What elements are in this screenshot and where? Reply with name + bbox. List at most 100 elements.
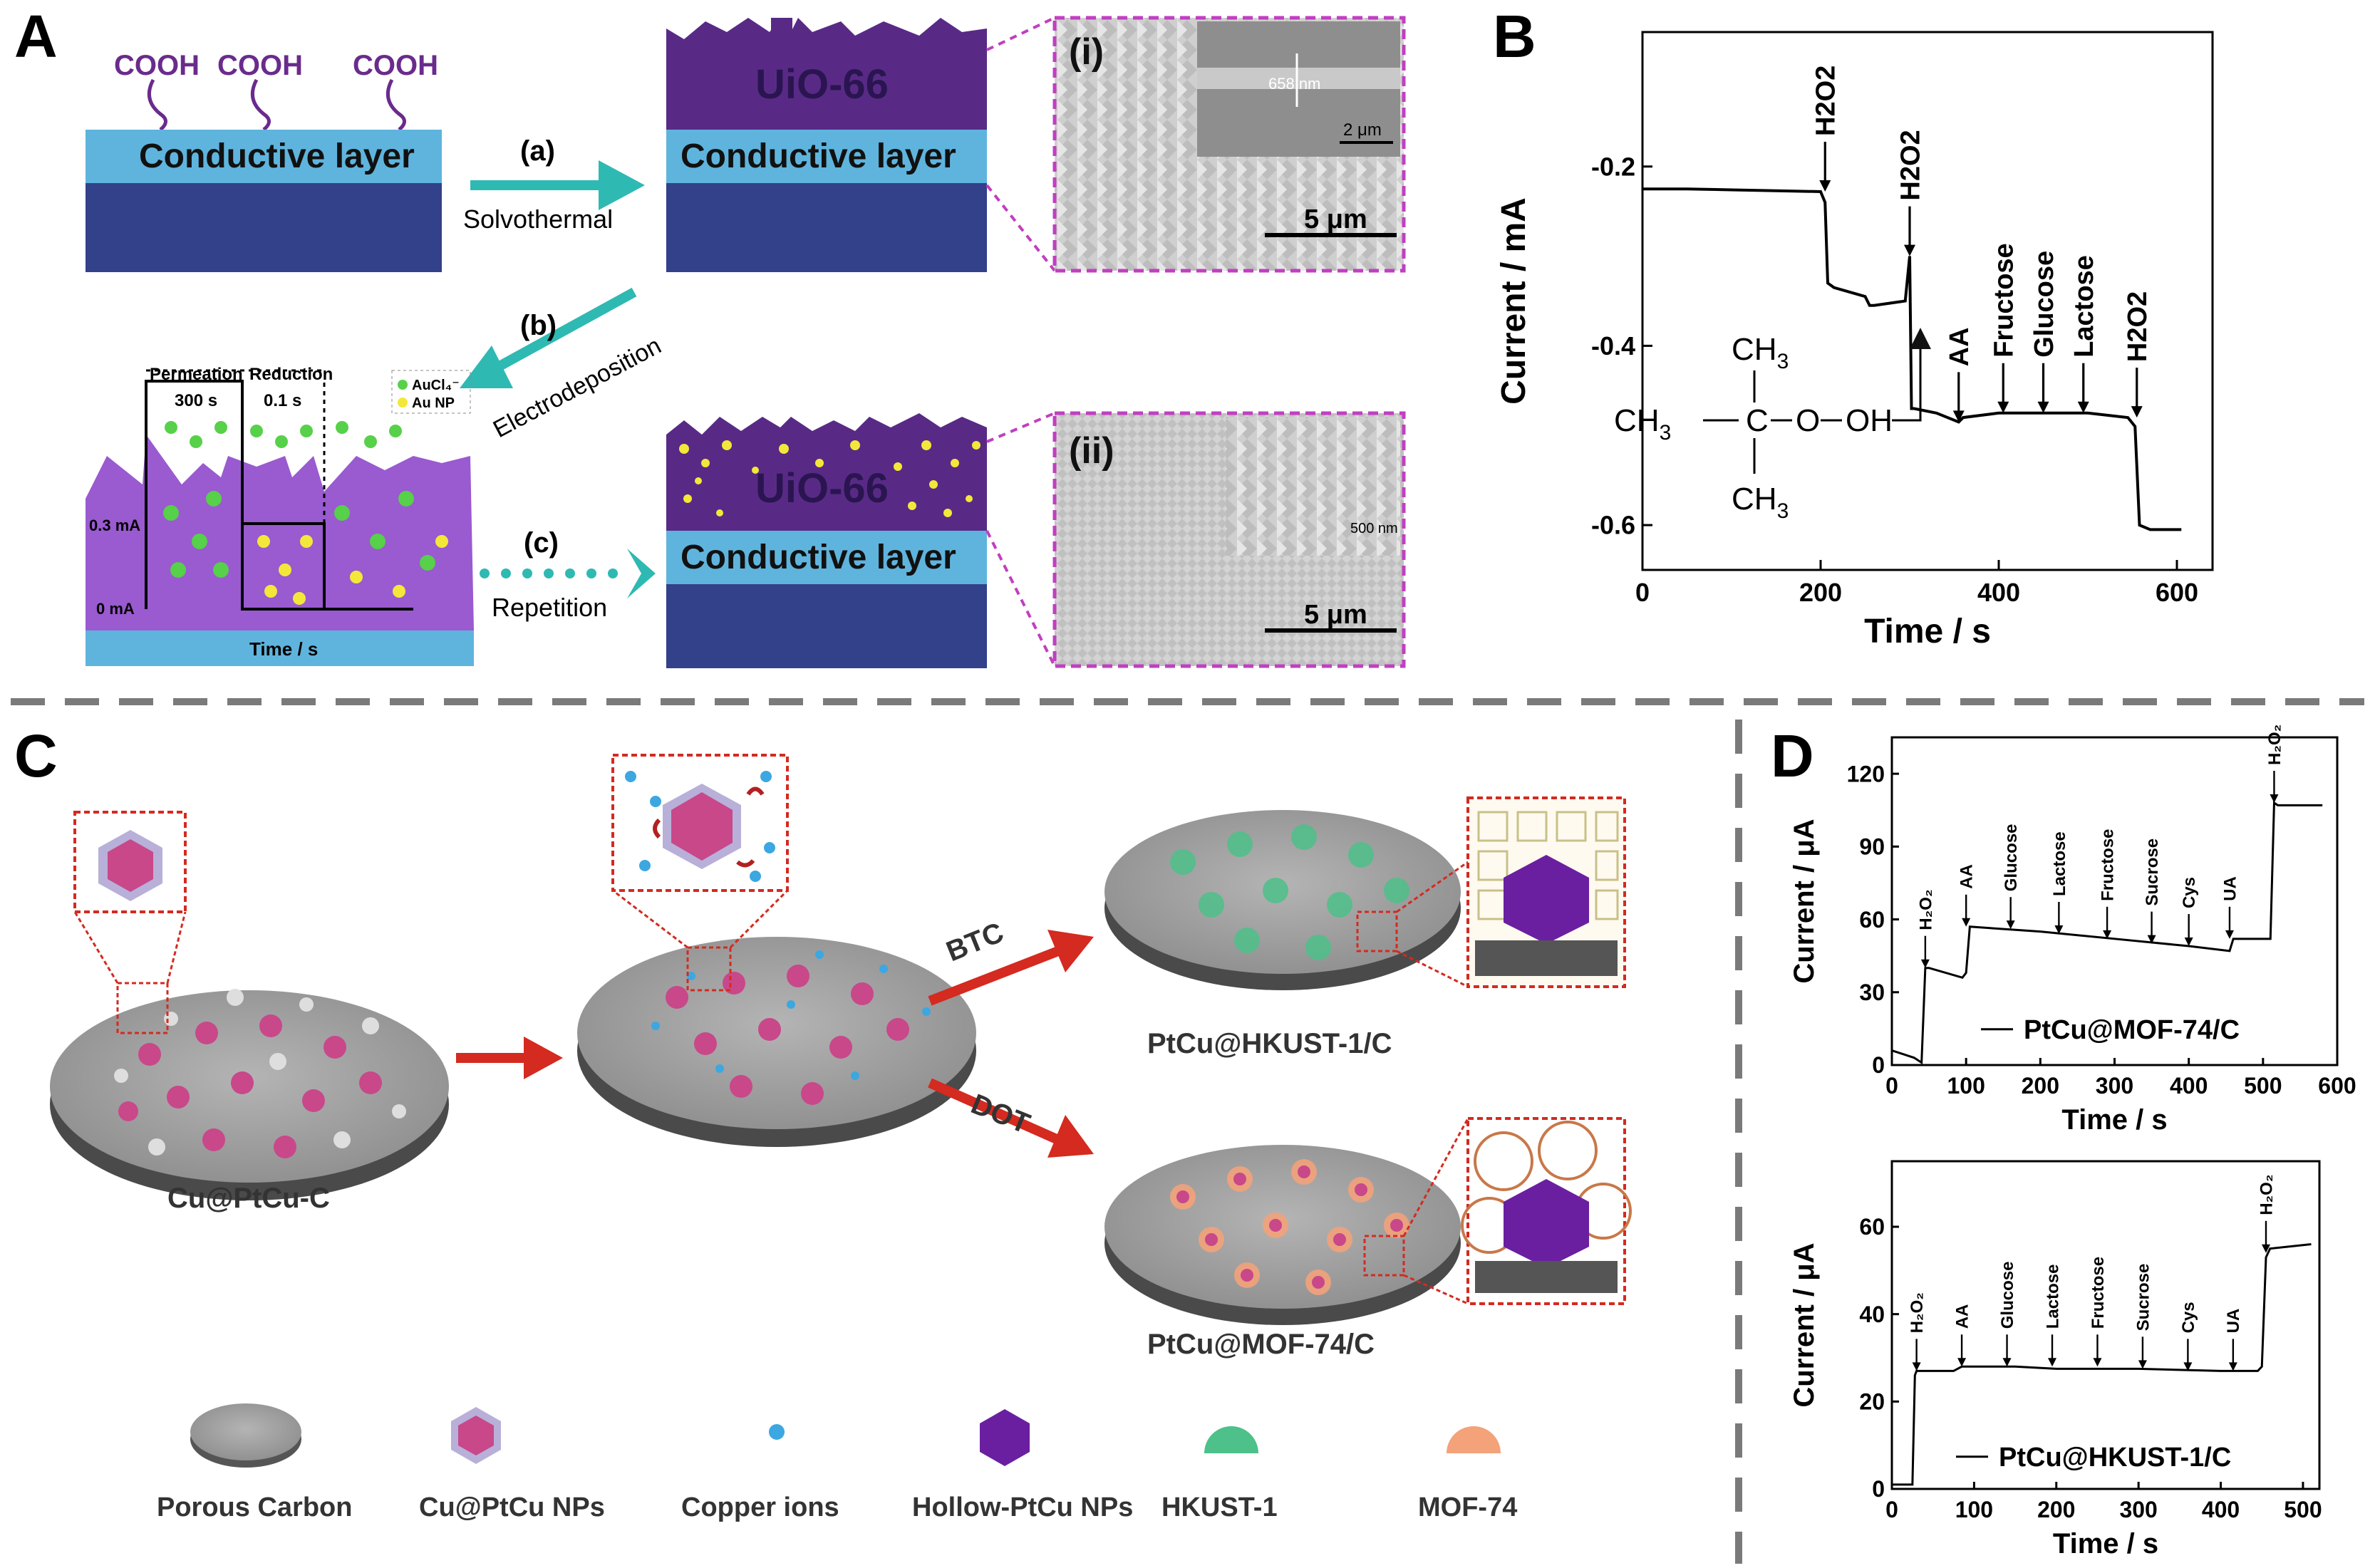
panel-c: C Cu@PtCu-C bbox=[14, 722, 1632, 1522]
y-tick-label: 30 bbox=[1859, 980, 1885, 1005]
x-tick-label: 400 bbox=[1977, 578, 2020, 607]
annotation-arrowhead bbox=[1997, 401, 2009, 413]
annotation-arrowhead bbox=[1920, 959, 1930, 968]
arrow-a: (a) Solvothermal bbox=[463, 135, 645, 234]
pulse-scheme: Permeation Reduction 300 s 0.1 s AuCl₄⁻ … bbox=[86, 365, 474, 666]
y-tick-label: 120 bbox=[1847, 761, 1885, 786]
uio66-label-1: UiO-66 bbox=[755, 61, 889, 108]
x-tick-label: 200 bbox=[2022, 1073, 2059, 1099]
y-tick-label: -0.6 bbox=[1591, 511, 1635, 540]
annotation-arrowhead bbox=[2037, 401, 2049, 413]
x-tick-label: 0 bbox=[1885, 1497, 1898, 1522]
linker-2 bbox=[250, 78, 271, 131]
disc-ptcu-hkust: PtCu@HKUST-1/C bbox=[1104, 796, 1626, 1059]
legend-hkust1: HKUST-1 bbox=[1161, 1492, 1278, 1522]
dot-label: DOT bbox=[967, 1089, 1035, 1140]
ch3-top: CH3 bbox=[1732, 332, 1789, 373]
x-tick-label: 500 bbox=[2284, 1497, 2322, 1522]
annotation-label: Cys bbox=[2180, 877, 2199, 908]
legend-cu-ptcu: Cu@PtCu NPs bbox=[419, 1492, 605, 1522]
pulse-conductive bbox=[86, 630, 474, 666]
uio66-stack-au: UiO-66 Conductive layer bbox=[666, 413, 987, 668]
x-tick-label: 100 bbox=[1955, 1497, 1993, 1522]
uio66-layer-1 bbox=[666, 18, 987, 130]
linker-1 bbox=[147, 78, 167, 131]
pulse-permeation: Permeation bbox=[150, 365, 243, 384]
series-line bbox=[1642, 187, 2182, 531]
x-tick-label: 200 bbox=[2037, 1497, 2075, 1522]
label-ptcu-hkust: PtCu@HKUST-1/C bbox=[1147, 1028, 1392, 1059]
plot-frame bbox=[1641, 31, 2214, 571]
y-tick-label: -0.4 bbox=[1591, 331, 1635, 360]
cooh-label-2: COOH bbox=[217, 50, 303, 81]
step-c-text: Repetition bbox=[492, 593, 607, 622]
disc-cu-ptcu-c: Cu@PtCu-C bbox=[50, 811, 449, 1214]
substrate-2 bbox=[666, 183, 987, 272]
panel-letter-c: C bbox=[14, 722, 58, 789]
annotation-label: Lactose bbox=[2043, 1265, 2062, 1329]
panel-a: A COOH COOH COOH Conductive layer (a) So… bbox=[14, 3, 1406, 668]
conductive-label-2: Conductive layer bbox=[681, 137, 956, 175]
annotation-label: AA bbox=[1957, 864, 1977, 889]
y-tick-label: 60 bbox=[1859, 907, 1885, 933]
inset-thickness: 658 nm bbox=[1268, 75, 1320, 93]
conductive-label-1: Conductive layer bbox=[139, 137, 415, 175]
disc-intermediate bbox=[577, 754, 976, 1147]
disc-ptcu-mof74: PtCu@MOF-74/C bbox=[1104, 1117, 1632, 1360]
legend-hollow-ptcu: Hollow-PtCu NPs bbox=[912, 1492, 1133, 1522]
legend-label: PtCu@HKUST-1/C bbox=[1999, 1443, 2231, 1473]
annotation-arrowhead bbox=[1952, 410, 1965, 422]
arrow-c: (c) Repetition bbox=[480, 527, 656, 622]
sem-ii-scale: 5 μm bbox=[1304, 600, 1367, 630]
legend-mof74: MOF-74 bbox=[1418, 1492, 1517, 1522]
x-tick-label: 100 bbox=[1947, 1073, 1985, 1099]
uio66-layer-2 bbox=[666, 413, 987, 531]
annotation-label: Sucrose bbox=[2143, 838, 2162, 906]
annotation-label: H₂O₂ bbox=[1908, 1292, 1927, 1333]
annotation-arrowhead bbox=[2054, 925, 2064, 934]
y-tick-label: 40 bbox=[1859, 1302, 1885, 1327]
pulse-y-low: 0 mA bbox=[96, 600, 135, 618]
annotation-label: Glucose bbox=[1998, 1262, 2017, 1329]
x-axis-label: Time / s bbox=[1864, 613, 1991, 650]
pulse-legend-2: Au NP bbox=[412, 395, 455, 411]
inset-scale: 2 μm bbox=[1343, 120, 1382, 140]
y-axis-label: Current / mA bbox=[1495, 197, 1533, 405]
annotation-label: UA bbox=[2224, 1309, 2243, 1334]
annotation-label: Glucose bbox=[2002, 824, 2021, 891]
carbon-c: C bbox=[1746, 403, 1769, 438]
annotation-arrowhead bbox=[2225, 930, 2234, 939]
substrate-1 bbox=[86, 183, 442, 272]
cooh-label-1: COOH bbox=[114, 50, 200, 81]
conductive-label-3: Conductive layer bbox=[681, 539, 956, 576]
pulse-t2: 0.1 s bbox=[264, 391, 301, 410]
annotation-arrowhead bbox=[2077, 401, 2089, 413]
y-axis-label: Current / μA bbox=[1789, 1242, 1820, 1407]
annotation-label: Cys bbox=[2179, 1302, 2198, 1333]
cooh-substrate: COOH COOH COOH Conductive layer bbox=[86, 50, 442, 272]
annotation-arrowhead bbox=[2048, 1358, 2056, 1367]
pulse-mof-layer bbox=[86, 435, 474, 630]
x-tick-label: 0 bbox=[1885, 1073, 1898, 1099]
annotation-label: Fructose bbox=[1989, 243, 2019, 357]
x-tick-label: 600 bbox=[2318, 1073, 2356, 1099]
series-line bbox=[1891, 801, 2323, 1065]
annotation-label: H₂O₂ bbox=[2257, 1174, 2276, 1215]
x-axis-label: Time / s bbox=[2053, 1528, 2158, 1559]
panel-letter-b: B bbox=[1493, 3, 1536, 70]
annotation-arrowhead bbox=[1904, 244, 1915, 256]
label-cu-ptcu-c: Cu@PtCu-C bbox=[167, 1183, 330, 1214]
legend-copper-ions: Copper ions bbox=[681, 1492, 839, 1522]
y-tick-label: 0 bbox=[1872, 1476, 1885, 1502]
annotation-arrowhead bbox=[1957, 1358, 1967, 1367]
step-b-text: Electrodeposition bbox=[489, 332, 666, 443]
y-tick-label: 90 bbox=[1859, 834, 1885, 860]
annotation-label: Sucrose bbox=[2133, 1264, 2153, 1331]
uio66-stack-top: UiO-66 Conductive layer bbox=[666, 18, 987, 272]
annotation-label: H₂O₂ bbox=[2265, 725, 2285, 765]
sem-image-i: 658 nm 2 μm (i) 5 μm bbox=[1052, 16, 1406, 273]
sem-ii-inset-scale: 500 nm bbox=[1350, 521, 1398, 536]
